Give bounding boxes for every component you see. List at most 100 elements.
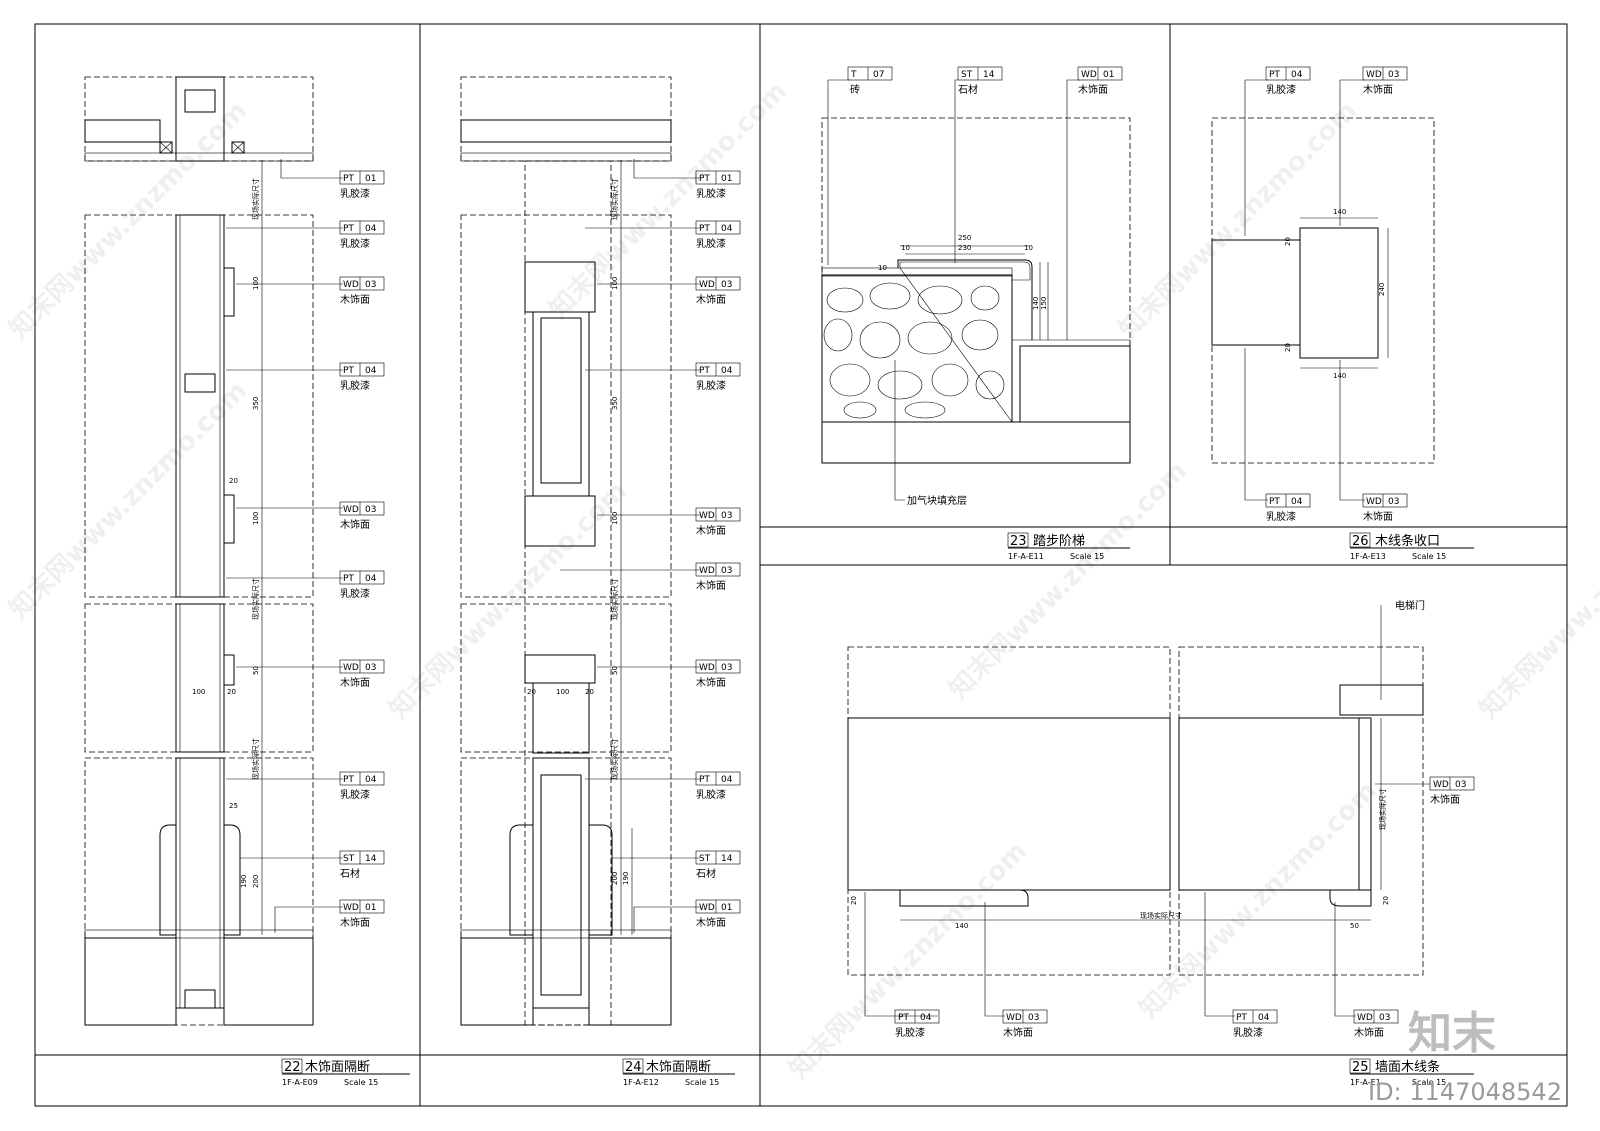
svg-text:PT: PT xyxy=(1236,1013,1247,1023)
svg-text:砖: 砖 xyxy=(850,83,860,96)
svg-text:知末网www.znzmo.com: 知末网www.znzmo.com xyxy=(1474,476,1600,725)
svg-text:乳胶漆: 乳胶漆 xyxy=(696,237,726,250)
svg-text:WD: WD xyxy=(1006,1013,1022,1023)
svg-text:PT: PT xyxy=(343,775,354,785)
detail-title-24: 24 木饰面隔断 1F-A-E12 Scale 15 xyxy=(622,1058,735,1087)
svg-text:PT: PT xyxy=(699,366,710,376)
detail-24-drawing xyxy=(460,76,672,1026)
svg-text:木饰面: 木饰面 xyxy=(340,916,370,929)
dim-230: 230 xyxy=(958,244,971,252)
dim-20: 20 xyxy=(585,688,594,696)
svg-text:乳胶漆: 乳胶漆 xyxy=(696,788,726,801)
svg-text:04: 04 xyxy=(721,366,733,376)
svg-text:乳胶漆: 乳胶漆 xyxy=(340,788,370,801)
svg-text:03: 03 xyxy=(721,511,732,521)
svg-text:WD: WD xyxy=(699,511,715,521)
svg-text:03: 03 xyxy=(365,663,376,673)
detail-22-drawing xyxy=(84,76,314,1026)
svg-text:1F-A-E11: 1F-A-E11 xyxy=(1008,552,1044,561)
svg-text:04: 04 xyxy=(1291,70,1303,80)
watermark-brand: 知末 xyxy=(1408,1008,1496,1059)
detail-title-25: 25 墙面木线条 1F-A-E1 Scale 15 xyxy=(1349,1058,1474,1087)
svg-text:PT: PT xyxy=(343,224,354,234)
svg-text:04: 04 xyxy=(920,1013,932,1023)
svg-text:乳胶漆: 乳胶漆 xyxy=(340,587,370,600)
svg-text:乳胶漆: 乳胶漆 xyxy=(340,187,370,200)
svg-text:墙面木线条: 墙面木线条 xyxy=(1375,1059,1440,1075)
svg-text:PT: PT xyxy=(1269,497,1280,507)
dim-site: 现场实际尺寸 xyxy=(251,738,260,780)
dim-100: 100 xyxy=(252,277,260,290)
svg-text:木饰面: 木饰面 xyxy=(340,676,370,689)
svg-text:知末网www.znzmo.com: 知末网www.znzmo.com xyxy=(784,836,1033,1085)
svg-text:WD: WD xyxy=(699,663,715,673)
detail-22-leaders xyxy=(226,159,343,933)
dim-190: 190 xyxy=(622,872,630,885)
svg-text:03: 03 xyxy=(721,566,732,576)
detail-title-26: 26 木线条收口 1F-A-E13 Scale 15 xyxy=(1349,532,1474,561)
dim-20: 20 xyxy=(227,688,236,696)
svg-text:知末网www.znzmo.com: 知末网www.znzmo.com xyxy=(544,76,793,325)
dim-140: 140 xyxy=(1032,297,1040,310)
svg-text:03: 03 xyxy=(1388,497,1399,507)
svg-text:Scale 15: Scale 15 xyxy=(1070,552,1104,561)
svg-text:踏步阶梯: 踏步阶梯 xyxy=(1033,534,1085,549)
dim-site: 现场实际尺寸 xyxy=(1378,788,1387,830)
svg-text:乳胶漆: 乳胶漆 xyxy=(340,237,370,250)
svg-text:23: 23 xyxy=(1010,534,1027,549)
svg-text:木饰面: 木饰面 xyxy=(696,579,726,592)
dim-150: 150 xyxy=(1040,297,1048,310)
svg-text:ST: ST xyxy=(343,854,355,864)
svg-text:25: 25 xyxy=(1352,1060,1369,1075)
dim-200: 200 xyxy=(252,875,260,888)
detail-24-leaders xyxy=(560,159,700,933)
svg-text:03: 03 xyxy=(365,505,376,515)
dim-site: 现场实际尺寸 xyxy=(251,578,260,620)
svg-text:T: T xyxy=(850,70,857,80)
svg-text:PT: PT xyxy=(699,224,710,234)
svg-text:Scale 15: Scale 15 xyxy=(344,1078,378,1087)
svg-text:木饰面: 木饰面 xyxy=(696,293,726,306)
detail-26-drawing xyxy=(1211,79,1435,501)
dim-10: 10 xyxy=(1024,244,1033,252)
svg-text:01: 01 xyxy=(721,903,732,913)
svg-text:22: 22 xyxy=(284,1060,301,1075)
dim-100: 100 xyxy=(611,277,619,290)
detail-23-drawing xyxy=(821,79,1131,501)
dim-100: 100 xyxy=(252,512,260,525)
dim-10: 10 xyxy=(901,244,910,252)
svg-text:ST: ST xyxy=(961,70,973,80)
svg-text:木饰面: 木饰面 xyxy=(696,524,726,537)
svg-text:木饰面隔断: 木饰面隔断 xyxy=(305,1060,370,1075)
dim-site: 现场实际尺寸 xyxy=(610,738,619,780)
svg-text:PT: PT xyxy=(699,775,710,785)
svg-text:14: 14 xyxy=(721,854,733,864)
svg-text:木饰面: 木饰面 xyxy=(1430,793,1460,806)
svg-text:知末网www.znzmo.com: 知末网www.znzmo.com xyxy=(944,456,1193,705)
svg-text:乳胶漆: 乳胶漆 xyxy=(895,1026,925,1039)
dim-site: 现场实际尺寸 xyxy=(251,178,260,220)
svg-text:WD: WD xyxy=(699,566,715,576)
svg-text:木饰面: 木饰面 xyxy=(696,676,726,689)
svg-text:WD: WD xyxy=(343,505,359,515)
svg-text:1F-A-E09: 1F-A-E09 xyxy=(282,1078,318,1087)
dim-100: 100 xyxy=(192,688,205,696)
svg-text:知末网www.znzmo.com: 知末网www.znzmo.com xyxy=(384,476,633,725)
svg-text:03: 03 xyxy=(1455,780,1466,790)
